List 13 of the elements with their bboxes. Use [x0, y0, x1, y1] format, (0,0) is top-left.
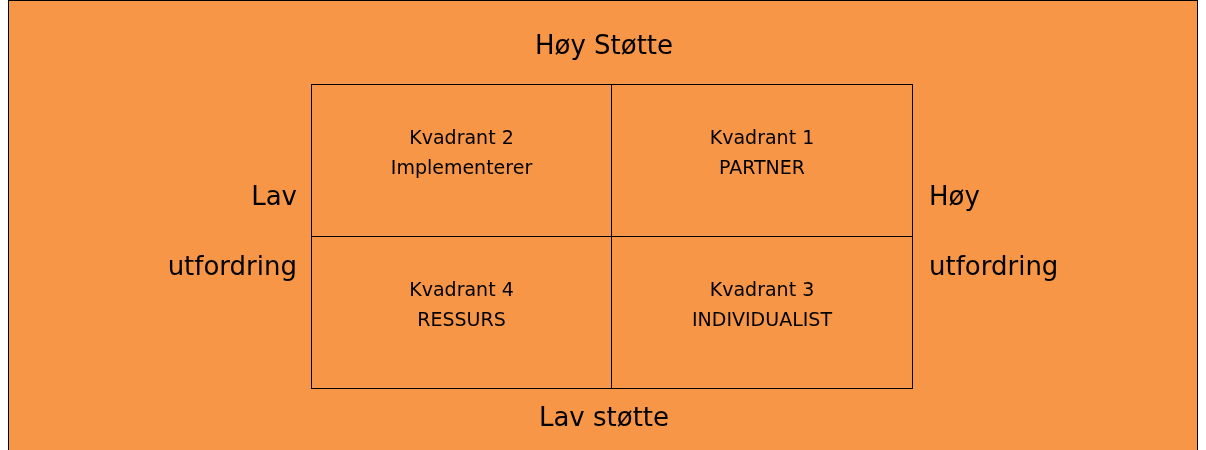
axis-label: Lav støtte: [537, 401, 671, 434]
quadrant-box: [312, 85, 612, 237]
quadrant-label: Kvadrant 3: [709, 277, 815, 303]
axis-label: Høy Støtte: [533, 29, 675, 62]
quadrant-label: Kvadrant 2: [409, 125, 514, 151]
quadrant-label: Kvadrant 1: [709, 125, 815, 151]
axis-label: Høy utfordring: [929, 180, 1060, 283]
quadrant-label: INDIVIDUALIST: [691, 307, 832, 333]
axis-label: Lav utfordring: [166, 180, 297, 283]
quadrant-label: PARTNER: [718, 155, 806, 181]
quadrant-label: Implementerer: [390, 155, 533, 181]
quadrant-label: RESSURS: [417, 307, 506, 333]
quadrant-label: Kvadrant 4: [409, 277, 514, 303]
